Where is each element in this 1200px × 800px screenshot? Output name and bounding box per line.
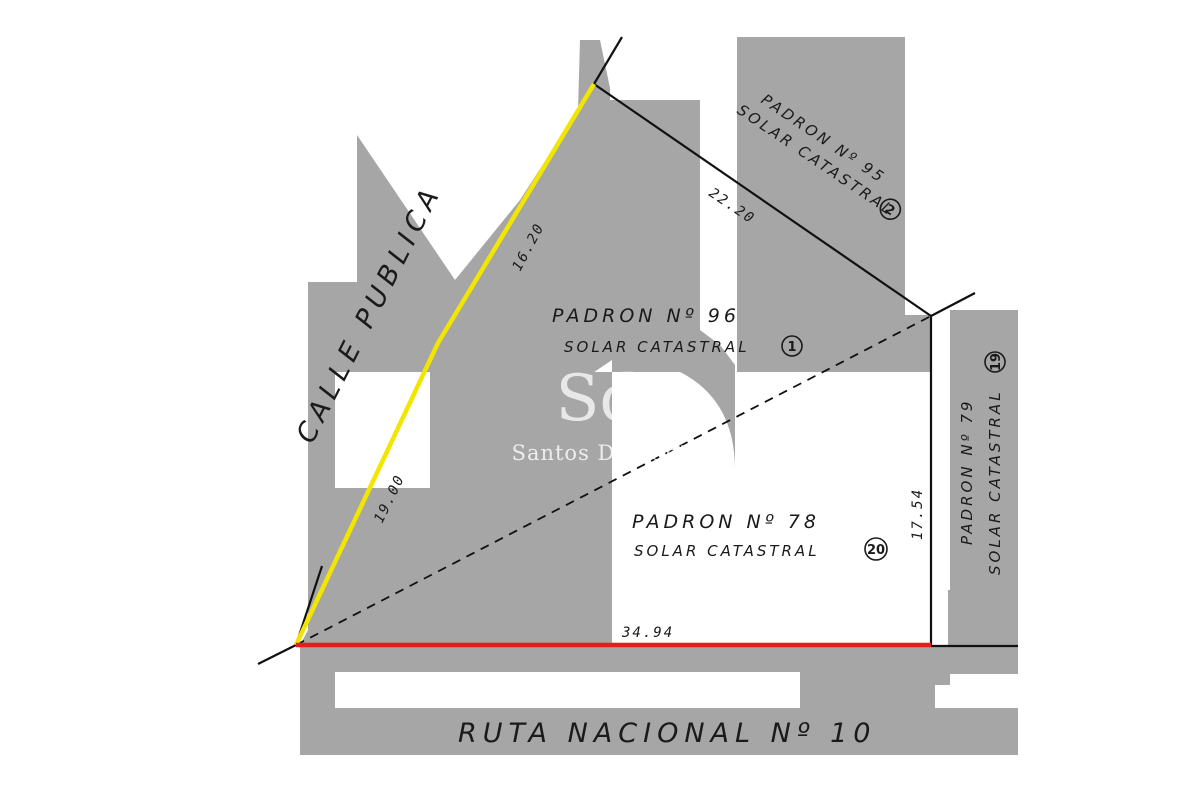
street-label-ruta: RUTA NACIONAL Nº 10 [458, 718, 876, 749]
parcel-95-solar-circle [879, 198, 902, 221]
parcel-79-solar: SOLAR CATASTRAL [986, 389, 1004, 575]
parcel-96-solar-number: 1 [787, 340, 796, 355]
block-center-lower [300, 372, 612, 645]
diagonal-division [295, 315, 932, 646]
boundary-lines [257, 36, 1018, 665]
opening-center-curve [612, 372, 735, 645]
block-far-right [950, 310, 1018, 590]
street-band [300, 645, 1018, 755]
block-far-right-lower [948, 590, 1018, 645]
parcel-79: PADRON Nº 79 SOLAR CATASTRAL 19 [958, 351, 1006, 575]
street-band-lower [300, 708, 1018, 755]
parcel-78-solar: SOLAR CATASTRAL [634, 542, 820, 560]
parcel-96-solar: SOLAR CATASTRAL [564, 338, 750, 356]
dim-bottom-edge: 34.94 [621, 625, 674, 641]
parcel-79-solar-number: 19 [989, 353, 1004, 371]
watermark-name: Santos Dumont [512, 441, 689, 465]
parcel-96: PADRON Nº 96 SOLAR CATASTRAL 1 [552, 305, 803, 357]
parcel-96-solar-circle [781, 335, 803, 357]
boundary-right-extension [930, 292, 976, 317]
white-openings [335, 372, 1018, 708]
parcel-78: PADRON Nº 78 SOLAR CATASTRAL 20 [632, 511, 888, 561]
boundary-top [593, 83, 932, 317]
dim-right-edge: 17.54 [910, 488, 926, 540]
street-line-top [593, 36, 623, 85]
watermark: Sd Santos Dumont [512, 362, 689, 465]
opening-bottom-left [337, 674, 800, 708]
street-line-bottom [257, 644, 297, 665]
left-boundary-highlight [293, 82, 596, 646]
parcel-78-solar-circle [864, 537, 888, 561]
watermark-monogram: Sd [556, 362, 641, 436]
parcel-78-padron: PADRON Nº 78 [632, 511, 820, 533]
opening-bottom-right [950, 674, 1018, 708]
parcel-96-padron: PADRON Nº 96 [552, 305, 740, 327]
opening-right-strip [795, 372, 905, 645]
parcel-79-solar-circle [984, 351, 1006, 373]
parcel-79-padron: PADRON Nº 79 [958, 399, 976, 545]
parcel-78-solar-number: 20 [867, 543, 885, 558]
